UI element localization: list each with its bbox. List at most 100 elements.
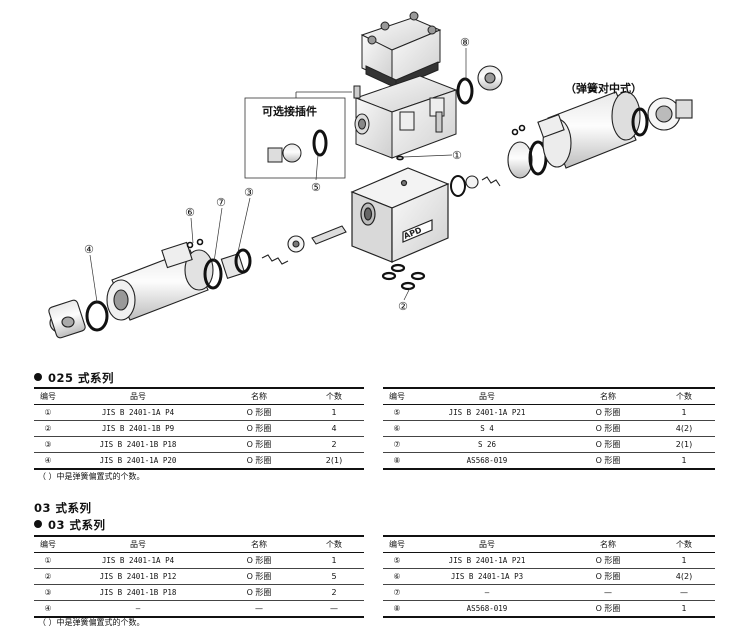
table-cell: 1 — [653, 600, 715, 618]
table-cell: 4(2) — [653, 568, 715, 585]
table-cell: AS568-019 — [411, 600, 563, 618]
table-cell: O 形圈 — [214, 404, 304, 421]
table-cell: ③ — [34, 436, 62, 453]
table-cell: AS568-019 — [411, 452, 563, 470]
table-cell: JIS B 2401-1A P3 — [411, 568, 563, 585]
table-cell: 2(1) — [653, 436, 715, 453]
table-cell: — — [653, 584, 715, 601]
table-cell: ⑥ — [383, 420, 411, 437]
table-cell: O 形圈 — [214, 452, 304, 470]
o-rings-bottom — [381, 263, 426, 291]
table-cell: JIS B 2401-1A P21 — [411, 552, 563, 569]
col-header-name: 名称 — [214, 387, 304, 405]
col-header-qty: 个数 — [653, 387, 715, 405]
section-03-heading: 03 式系列 — [34, 501, 92, 515]
table-cell: O 形圈 — [563, 436, 653, 453]
right-solenoid — [450, 91, 693, 197]
table-cell: — — [563, 584, 653, 601]
callout-6: ⑥ — [185, 206, 195, 219]
table-cell: JIS B 2401-1B P12 — [62, 568, 214, 585]
table-cell: ③ — [34, 584, 62, 601]
table-row: ④——— — [34, 600, 364, 618]
table-cell: 4(2) — [653, 420, 715, 437]
col-header-name: 名称 — [563, 387, 653, 405]
table-cell: O 形圈 — [563, 452, 653, 470]
table-cell: ⑧ — [383, 600, 411, 618]
table-cell: S 4 — [411, 420, 563, 437]
table-cell: ⑤ — [383, 404, 411, 421]
section-025-title: 025 式系列 — [34, 370, 114, 386]
table-cell: O 形圈 — [563, 420, 653, 437]
col-header-qty: 个数 — [304, 535, 364, 553]
bullet-icon — [34, 373, 42, 381]
table-cell: JIS B 2401-1B P9 — [62, 420, 214, 437]
bullet-icon — [34, 520, 42, 528]
callout-2: ② — [398, 300, 408, 313]
optional-plug-box: 可选接插件 — [244, 91, 352, 179]
col-header-part-no: 品号 — [62, 387, 214, 405]
table-cell: ⑥ — [383, 568, 411, 585]
table-cell: ② — [34, 568, 62, 585]
callout-1: ① — [452, 149, 462, 162]
pilot-block — [360, 11, 442, 89]
table-cell: 2(1) — [304, 452, 364, 470]
table-cell: S 26 — [411, 436, 563, 453]
col-header-part-no: 品号 — [411, 535, 563, 553]
table-cell: 5 — [304, 568, 364, 585]
table-cell: JIS B 2401-1A P4 — [62, 404, 214, 421]
table-cell: 1 — [304, 552, 364, 569]
table-cell: ⑦ — [383, 436, 411, 453]
table-cell: ② — [34, 420, 62, 437]
table-cell: O 形圈 — [563, 404, 653, 421]
table-cell: ④ — [34, 452, 62, 470]
table-cell: ⑧ — [383, 452, 411, 470]
table-cell: ① — [34, 404, 62, 421]
table-cell: O 形圈 — [214, 552, 304, 569]
table-cell: 1 — [304, 404, 364, 421]
col-header-no: 编号 — [34, 535, 62, 553]
callout-4: ④ — [84, 243, 94, 256]
table-cell: O 形圈 — [214, 420, 304, 437]
callout-8: ⑧ — [460, 36, 470, 49]
col-header-qty: 个数 — [653, 535, 715, 553]
table-cell: O 形圈 — [214, 568, 304, 585]
plug-part-8 — [456, 65, 503, 105]
col-header-name: 名称 — [214, 535, 304, 553]
footnote-025: （ ）中是弹簧偏置式的个数。 — [38, 472, 145, 481]
sub-plate — [354, 75, 458, 159]
footnote-03: （ ）中是弹簧偏置式的个数。 — [38, 618, 145, 627]
spring-center-label: （弹簧对中式） — [565, 81, 642, 95]
exploded-valve-diagram: APD — [48, 11, 693, 339]
callout-labels: ① ② ③ ④ ⑤ ⑥ ⑦ ⑧ — [84, 36, 470, 313]
section-03-title: 03 式系列 — [34, 517, 106, 533]
table-cell: ⑦ — [383, 584, 411, 601]
left-solenoid — [48, 225, 347, 339]
table-cell: 1 — [653, 452, 715, 470]
callout-5: ⑤ — [311, 181, 321, 194]
optional-plug-label: 可选接插件 — [262, 104, 317, 118]
table-cell: O 形圈 — [563, 568, 653, 585]
callout-7: ⑦ — [216, 196, 226, 209]
table-cell: — — [62, 600, 214, 618]
valve-body: APD — [350, 167, 450, 263]
table-cell: O 形圈 — [563, 600, 653, 618]
table-cell: JIS B 2401-1B P18 — [62, 584, 214, 601]
table-cell: O 形圈 — [214, 584, 304, 601]
table-cell: JIS B 2401-1B P18 — [62, 436, 214, 453]
col-header-part-no: 品号 — [62, 535, 214, 553]
table-cell: 1 — [653, 404, 715, 421]
table-cell: O 形圈 — [214, 436, 304, 453]
table-cell: O 形圈 — [563, 552, 653, 569]
